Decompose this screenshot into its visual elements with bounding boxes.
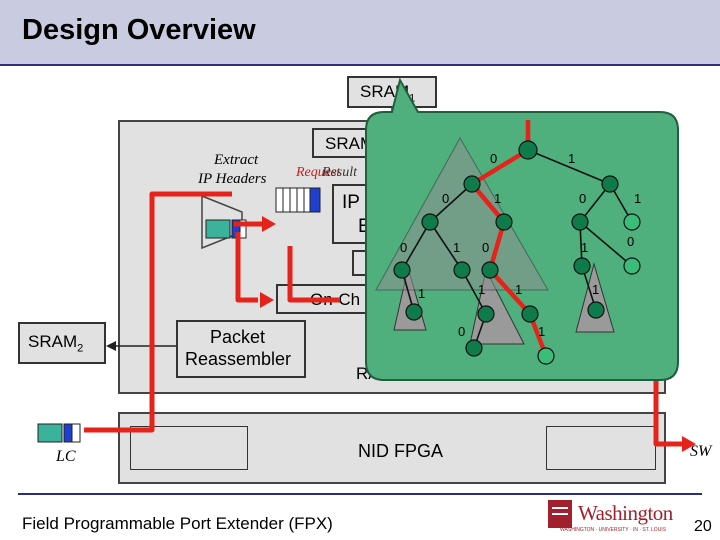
- lc-label: LC: [56, 448, 76, 465]
- title-bar: [0, 0, 720, 66]
- footer-text: Field Programmable Port Extender (FPX): [22, 514, 333, 533]
- sram2-block: [18, 322, 106, 364]
- nid-fpga-right-port: [546, 426, 656, 470]
- packet-reassembler-block: [176, 320, 306, 378]
- packet-flow-path: [84, 191, 340, 433]
- trie-edge-label: 1: [581, 240, 588, 255]
- trie-edge-label: 1: [634, 191, 641, 206]
- ip-lookup-label-line1: IP: [342, 192, 360, 213]
- request-label: Request: [296, 165, 341, 180]
- trie-edge-label: 1: [478, 282, 485, 297]
- trie-edge-label: 0: [458, 324, 465, 339]
- trie-edge-label: 0: [400, 240, 407, 255]
- flow-arrowhead-onchip: [260, 292, 274, 308]
- trie-edge-label: 1: [538, 324, 545, 339]
- lc-queue-teal: [37, 423, 63, 443]
- sram1-block: [347, 76, 437, 108]
- trie-edge-label: 0: [482, 240, 489, 255]
- lc-queue-blue: [63, 423, 73, 443]
- flow-arrowhead-request: [262, 216, 276, 232]
- page-number: 20: [694, 518, 712, 535]
- request-queue: [275, 187, 321, 213]
- logo-subtext: WASHINGTON · UNIVERSITY · IN · ST. LOUIS: [560, 527, 667, 533]
- trie-edge-label: 0: [442, 191, 449, 206]
- extract-ip-headers-line1: Extract: [214, 152, 259, 168]
- slide-title: Design Overview: [22, 14, 256, 46]
- nid-fpga-label: NID FPGA: [358, 441, 444, 461]
- trie-edge-label: 1: [494, 191, 501, 206]
- packet-reassembler-label-line1: Packet: [210, 327, 266, 347]
- trie-edge-label: 1: [418, 286, 425, 301]
- extract-ip-headers-line2: IP Headers: [198, 171, 267, 187]
- trie-edge-label: 1: [568, 151, 575, 166]
- nid-fpga-left-port: [130, 426, 248, 470]
- sram2-label: SRAM2: [28, 332, 84, 355]
- result-label: Result: [322, 165, 357, 180]
- sram-controller-label: SRAM: [325, 134, 375, 153]
- logo-wordmark: Washington: [578, 501, 673, 525]
- trie-edge-label: 0: [627, 234, 634, 249]
- trie-edge-label: 1: [592, 282, 599, 297]
- packet-reassembler-label-line2: Reassembler: [185, 349, 292, 369]
- lc-queue-tail: [71, 423, 81, 443]
- extractor-queue-teal: [205, 219, 231, 239]
- extractor-queue-tail: [239, 219, 247, 239]
- trie-edge-label: 1: [453, 240, 460, 255]
- trie-edge-label: 1: [515, 282, 522, 297]
- flow-arrowhead-sw: [682, 436, 696, 452]
- trie-edge-label: 0: [579, 191, 586, 206]
- trie-edge-label: 0: [490, 151, 497, 166]
- trie-nodes: [393, 140, 641, 365]
- sw-label: SW: [690, 443, 712, 460]
